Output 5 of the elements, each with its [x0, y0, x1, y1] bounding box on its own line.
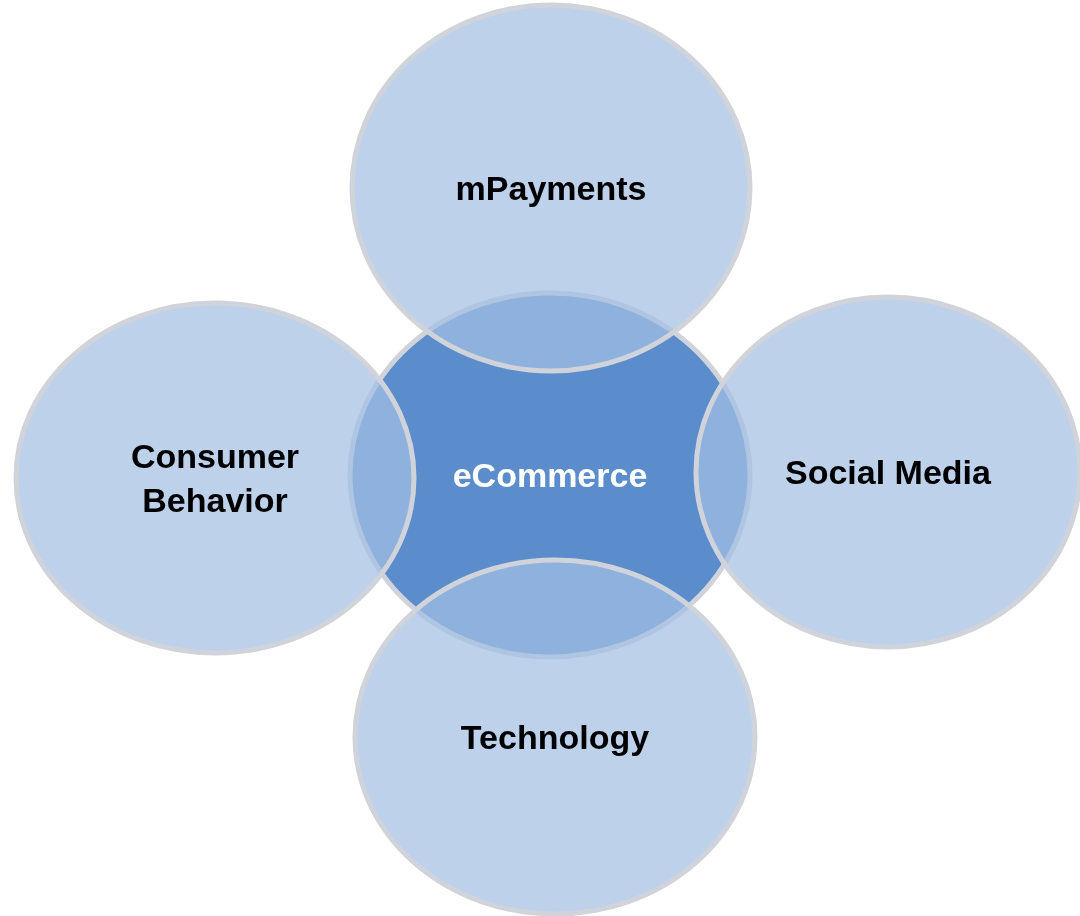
circle-label: Consumer Behavior — [129, 435, 301, 521]
circle-label: Social Media — [784, 451, 992, 493]
circle-label: Technology — [459, 716, 651, 758]
circle-label: eCommerce — [451, 454, 649, 496]
circle-label: mPayments — [454, 167, 648, 209]
